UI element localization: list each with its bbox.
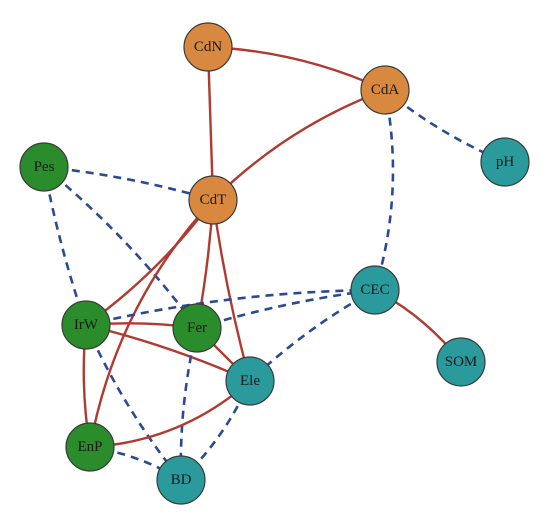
edge-irw-ele bbox=[85, 323, 251, 383]
edge-fer-cec bbox=[196, 288, 376, 330]
node-enp: EnP bbox=[65, 422, 115, 472]
node-circle bbox=[480, 137, 530, 187]
node-label: Ele bbox=[240, 373, 260, 389]
node-circle bbox=[19, 142, 69, 192]
node-ele: Ele bbox=[225, 356, 275, 406]
edge-ele-enp bbox=[89, 380, 251, 449]
node-fer: Fer bbox=[172, 303, 222, 353]
node-label: EnP bbox=[77, 439, 102, 455]
node-circle bbox=[188, 175, 238, 225]
node-circle bbox=[183, 22, 233, 72]
node-circle bbox=[61, 300, 111, 350]
node-pes: Pes bbox=[19, 142, 69, 192]
node-irw: IrW bbox=[61, 300, 111, 350]
node-circle bbox=[172, 303, 222, 353]
node-label: CdN bbox=[194, 39, 223, 55]
node-label: Pes bbox=[34, 159, 55, 175]
node-label: pH bbox=[496, 154, 515, 170]
node-circle bbox=[65, 422, 115, 472]
edge-irw-cec bbox=[85, 288, 376, 327]
node-label: IrW bbox=[74, 317, 99, 333]
edge-cdn-cda bbox=[207, 45, 386, 92]
edge-pes-cdt bbox=[43, 165, 214, 202]
node-cec: CEC bbox=[350, 265, 400, 315]
node-circle bbox=[436, 337, 486, 387]
edges-layer bbox=[42, 45, 506, 482]
edge-cdt-ele bbox=[211, 199, 252, 382]
node-label: CdA bbox=[371, 82, 400, 98]
node-circle bbox=[360, 65, 410, 115]
node-label: SOM bbox=[445, 354, 478, 370]
node-label: CdT bbox=[200, 192, 227, 208]
node-label: BD bbox=[171, 472, 192, 488]
edge-ele-bd bbox=[180, 380, 252, 481]
node-cda: CdA bbox=[360, 65, 410, 115]
edge-cda-cec bbox=[373, 89, 395, 291]
node-circle bbox=[350, 265, 400, 315]
node-circle bbox=[225, 356, 275, 406]
node-label: Fer bbox=[187, 320, 207, 336]
node-som: SOM bbox=[436, 337, 486, 387]
node-bd: BD bbox=[156, 455, 206, 505]
edge-cda-cdt bbox=[212, 88, 386, 201]
node-circle bbox=[156, 455, 206, 505]
node-cdn: CdN bbox=[183, 22, 233, 72]
node-ph: pH bbox=[480, 137, 530, 187]
node-cdt: CdT bbox=[188, 175, 238, 225]
node-label: CEC bbox=[360, 282, 389, 298]
